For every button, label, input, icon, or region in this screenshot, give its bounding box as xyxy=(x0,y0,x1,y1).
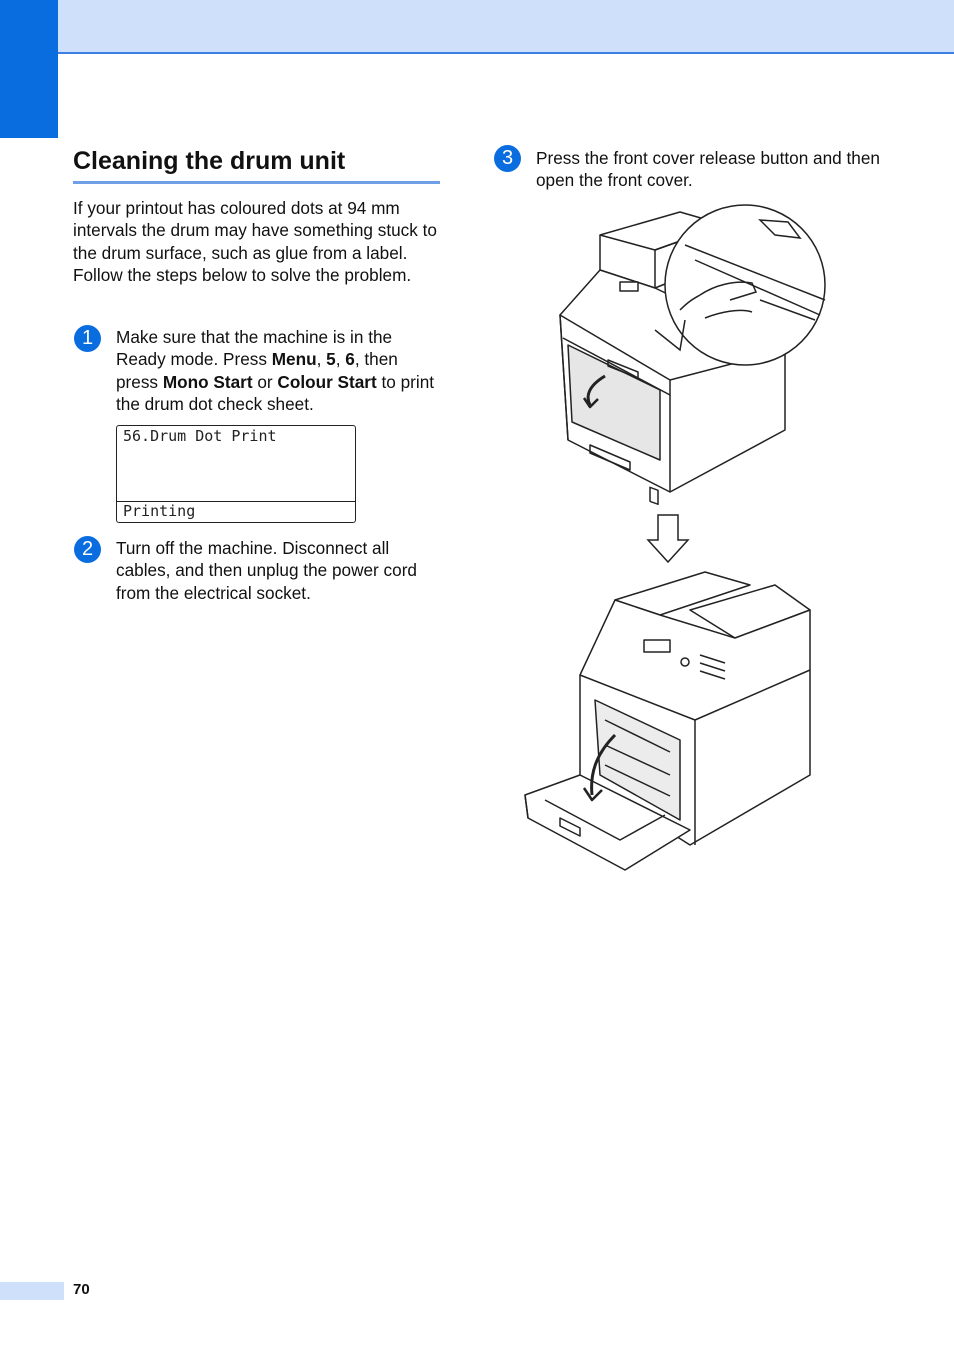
intro-paragraph: If your printout has coloured dots at 94… xyxy=(73,198,437,285)
step-1-text-part: to print the drum dot check sheet. xyxy=(116,371,435,414)
down-arrow-icon xyxy=(646,514,690,564)
step-1-text-part: , xyxy=(335,349,346,370)
printer-illustration xyxy=(524,204,826,871)
menu-key-label: Menu xyxy=(271,349,317,370)
step-1-text-part: , xyxy=(316,349,327,370)
footer-band xyxy=(0,1282,64,1300)
key-6-label: 6 xyxy=(345,349,355,370)
step-2-text: Turn off the machine. Disconnect all cab… xyxy=(116,538,417,603)
header-band xyxy=(0,0,954,54)
step-1-text-part: or xyxy=(252,371,278,392)
step-1-text: Make sure that the machine is in the Rea… xyxy=(116,326,441,415)
printer-open-cover-icon xyxy=(524,571,811,871)
lcd-line-2: Printing xyxy=(117,501,355,522)
step-1-text-part: Make sure that the machine is in the Rea… xyxy=(116,327,393,370)
page-number: 70 xyxy=(73,1281,90,1298)
step-number-badge: 2 xyxy=(74,536,101,563)
section-title: Cleaning the drum unit xyxy=(73,147,346,175)
chapter-tab xyxy=(0,0,58,138)
step-number-badge: 1 xyxy=(74,325,101,352)
lcd-display: 56.Drum Dot Print Printing xyxy=(116,425,356,523)
step-1-text-part: , then press xyxy=(116,349,398,392)
step-3-text: Press the front cover release button and… xyxy=(536,148,880,191)
colour-start-key-label: Colour Start xyxy=(277,371,377,392)
title-underline xyxy=(73,181,440,184)
key-5-label: 5 xyxy=(326,349,336,370)
step-number-badge: 3 xyxy=(494,145,521,172)
lcd-line-1: 56.Drum Dot Print xyxy=(123,427,277,445)
zoom-callout-hand-icon xyxy=(654,204,826,366)
mono-start-key-label: Mono Start xyxy=(162,371,253,392)
